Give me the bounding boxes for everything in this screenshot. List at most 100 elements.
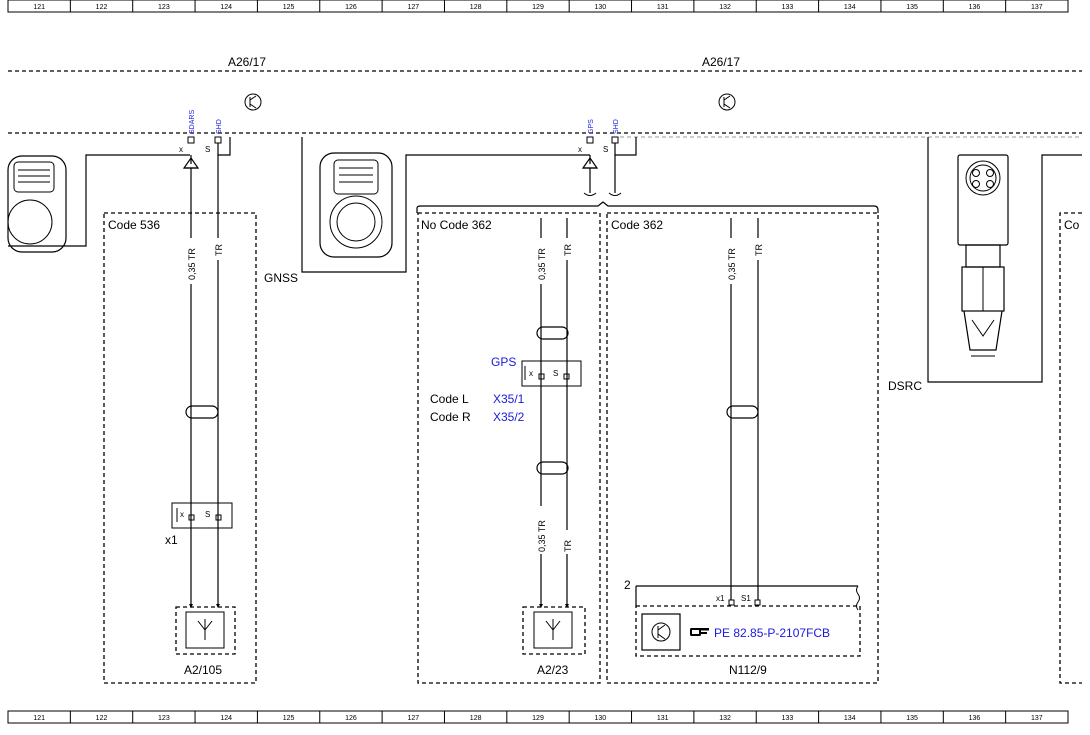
ruler-column-number: 123 <box>158 715 170 722</box>
box-label-no-code-362: No Code 362 <box>421 218 492 232</box>
ruler-column-number: 133 <box>782 715 794 722</box>
box-label-partial: Co <box>1064 218 1080 232</box>
ruler-column-number: 137 <box>1031 715 1043 722</box>
ruler-column-number: 131 <box>657 4 669 11</box>
coax-shield-left <box>185 405 219 419</box>
pin-x1-n112: x1 <box>716 594 725 603</box>
wire-gauge-middle-1: 0,35 TR <box>537 248 547 280</box>
box-partial-right <box>1059 212 1082 684</box>
ruler-column-number: 135 <box>906 715 918 722</box>
ruler-column-number: 127 <box>407 4 419 11</box>
coax-shield-middle-2 <box>536 461 569 475</box>
component-label-a2-105: A2/105 <box>184 663 222 677</box>
ruler-column-number: 132 <box>719 715 731 722</box>
pin-s1-n112: S1 <box>741 594 751 603</box>
box-label-code-362: Code 362 <box>611 218 663 232</box>
connector-sdars-shd: SDARS SHD x S <box>179 110 231 156</box>
ruler-column-number: 126 <box>345 715 357 722</box>
coax-shield-right <box>726 405 759 419</box>
wire-color-middle-1: TR <box>563 244 573 256</box>
connector-label-x1: x1 <box>165 533 178 547</box>
antenna-label-gnss: GNSS <box>264 271 298 285</box>
ruler-column-number: 121 <box>33 715 45 722</box>
control-unit-symbol-left <box>244 93 262 111</box>
connector-x1-pin-x: x <box>180 510 184 519</box>
wire-color-left-1: TR <box>214 244 224 256</box>
variant-bracket <box>416 201 879 213</box>
connector-gps-pin-s: S <box>553 369 558 378</box>
ruler-column-number: 131 <box>657 715 669 722</box>
box-label-code-536: Code 536 <box>108 218 160 232</box>
component-a2-105 <box>175 604 236 655</box>
wire-gauge-right-1: 0,35 TR <box>727 248 737 280</box>
control-unit-symbol-right <box>718 93 736 111</box>
cable-dsrc-housing <box>927 137 1082 383</box>
ruler-column-number: 127 <box>407 715 419 722</box>
wire-color-middle-2: TR <box>563 540 573 552</box>
ruler-column-number: 129 <box>532 4 544 11</box>
antenna-housing-dsrc <box>957 154 1009 357</box>
module-label-right: A26/17 <box>702 55 740 69</box>
pin-s-left: S <box>205 145 210 154</box>
code-r-label: Code R <box>430 410 471 424</box>
connector-x1: x S <box>171 502 233 529</box>
ruler-frame <box>7 0 1069 13</box>
code-r-connector: X35/2 <box>493 410 525 424</box>
pin-label-sdars: SDARS <box>189 110 196 134</box>
pin-label-shd-right: SHD <box>613 119 620 134</box>
antenna-housing-left <box>7 155 67 253</box>
ruler-column-number: 128 <box>470 4 482 11</box>
connector-x1-pin-s: S <box>205 510 210 519</box>
column-ruler-bottom: 121 122 123 124 125 126 127 128 129 130 131 132 133 1… <box>7 710 1069 724</box>
pointing-hand-icon <box>690 628 709 636</box>
code-l-connector: X35/1 <box>493 392 525 406</box>
ruler-column-number: 121 <box>33 4 45 11</box>
connector-gps: x S <box>521 360 582 387</box>
coax-shield-middle-1 <box>536 326 569 340</box>
component-label-n112-9: N112/9 <box>729 663 767 677</box>
box-code-362 <box>606 212 879 684</box>
ruler-column-number: 137 <box>1031 4 1043 11</box>
ruler-column-number: 128 <box>470 715 482 722</box>
ruler-column-number: 124 <box>220 715 232 722</box>
n112-pin-number: 2 <box>624 578 631 592</box>
pe-reference-text[interactable]: PE 82.85-P-2107FCB <box>714 626 830 640</box>
wire-gauge-left-1: 0,35 TR <box>187 248 197 280</box>
ruler-column-number: 135 <box>906 4 918 11</box>
ruler-column-number: 125 <box>283 715 295 722</box>
box-no-code-362 <box>417 212 601 684</box>
ruler-column-number: 130 <box>595 4 607 11</box>
pe-reference-link[interactable]: PE 82.85-P-2107FCB <box>690 626 830 640</box>
component-label-a2-23: A2/23 <box>537 663 569 677</box>
ruler-column-number: 125 <box>283 4 295 11</box>
pin-label-gps-top: GPS <box>588 119 595 134</box>
pin-x-right: x <box>578 145 582 154</box>
ruler-column-number: 124 <box>220 4 232 11</box>
ruler-column-number: 130 <box>595 715 607 722</box>
connector-gps-pin-x: x <box>529 369 533 378</box>
box-code-536 <box>103 212 257 684</box>
ruler-column-number: 136 <box>969 715 981 722</box>
ruler-column-number: 134 <box>844 715 856 722</box>
ruler-frame <box>7 710 1069 724</box>
connector-gps-shd: GPS SHD x S <box>578 119 637 156</box>
ruler-column-number: 129 <box>532 715 544 722</box>
wire-color-right-1: TR <box>754 244 764 256</box>
cable-left-housing <box>8 154 190 247</box>
ruler-column-number: 132 <box>719 4 731 11</box>
ruler-column-number: 123 <box>158 4 170 11</box>
cable-gnss-housing <box>301 137 590 273</box>
ruler-column-number: 122 <box>96 4 108 11</box>
pin-x-left: x <box>179 145 183 154</box>
ruler-column-number: 122 <box>96 715 108 722</box>
component-a2-23 <box>522 604 586 655</box>
coax-triangle-right <box>581 155 622 196</box>
ruler-column-number: 126 <box>345 4 357 11</box>
module-label-left: A26/17 <box>228 55 266 69</box>
ruler-column-number: 134 <box>844 4 856 11</box>
connector-label-gps: GPS <box>491 355 516 369</box>
wire-gauge-middle-2: 0,35 TR <box>537 520 547 552</box>
component-n112-9: x1 S1 <box>635 585 861 657</box>
antenna-housing-gnss <box>319 152 393 258</box>
